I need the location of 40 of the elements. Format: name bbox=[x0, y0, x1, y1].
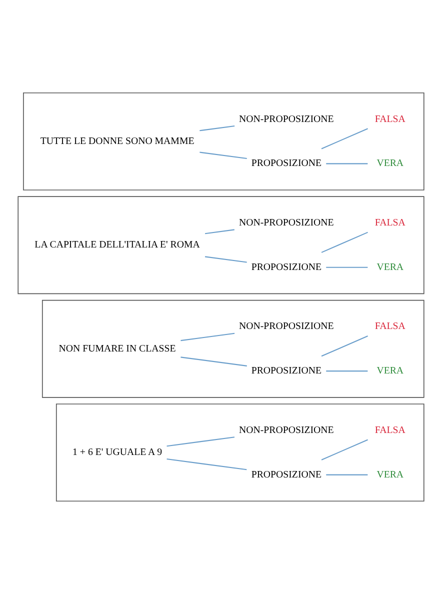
connector bbox=[204, 256, 247, 262]
cluster bbox=[42, 299, 424, 398]
node-text: 1 + 6 E' UGUALE A 9 bbox=[72, 446, 162, 458]
node-text: NON-PROPOSIZIONE bbox=[239, 424, 334, 436]
connector bbox=[321, 231, 368, 252]
connector bbox=[166, 436, 235, 446]
connector bbox=[321, 128, 368, 149]
connector bbox=[321, 438, 368, 460]
node-text: VERA bbox=[376, 158, 404, 169]
connector bbox=[166, 458, 247, 470]
node-text: VERA bbox=[376, 365, 404, 376]
connector bbox=[180, 356, 247, 366]
node-text: NON-PROPOSIZIONE bbox=[239, 320, 334, 332]
node-text: VERA bbox=[376, 468, 404, 480]
connector bbox=[200, 124, 235, 131]
connector bbox=[326, 266, 368, 268]
node-text: NON FUMARE IN CLASSE bbox=[58, 342, 176, 354]
connector bbox=[321, 335, 368, 356]
node-text: FALSA bbox=[374, 216, 406, 228]
node-text: NON-PROPOSIZIONE bbox=[239, 216, 334, 228]
node-text: PROPOSIZIONE bbox=[251, 158, 322, 169]
connector bbox=[200, 151, 247, 159]
connector bbox=[180, 332, 235, 341]
node-text: LA CAPITALE DELL'ITALIA E' ROMA bbox=[34, 239, 200, 250]
node-text: TUTTE LE DONNE SONO MAMME bbox=[40, 135, 194, 146]
node-text: PROPOSIZIONE bbox=[251, 261, 322, 272]
connector bbox=[204, 228, 234, 234]
connector bbox=[326, 474, 368, 475]
node-text: VERA bbox=[376, 261, 404, 272]
node-text: PROPOSIZIONE bbox=[251, 365, 322, 376]
node-text: FALSA bbox=[374, 424, 406, 436]
node-text: PROPOSIZIONE bbox=[251, 468, 322, 480]
node-text: FALSA bbox=[374, 320, 406, 332]
node-text: FALSA bbox=[374, 113, 406, 124]
cluster bbox=[23, 92, 424, 190]
node-text: NON-PROPOSIZIONE bbox=[239, 113, 334, 124]
connector bbox=[326, 162, 368, 164]
connector bbox=[326, 370, 368, 372]
cluster bbox=[56, 403, 424, 502]
cluster bbox=[18, 196, 424, 294]
